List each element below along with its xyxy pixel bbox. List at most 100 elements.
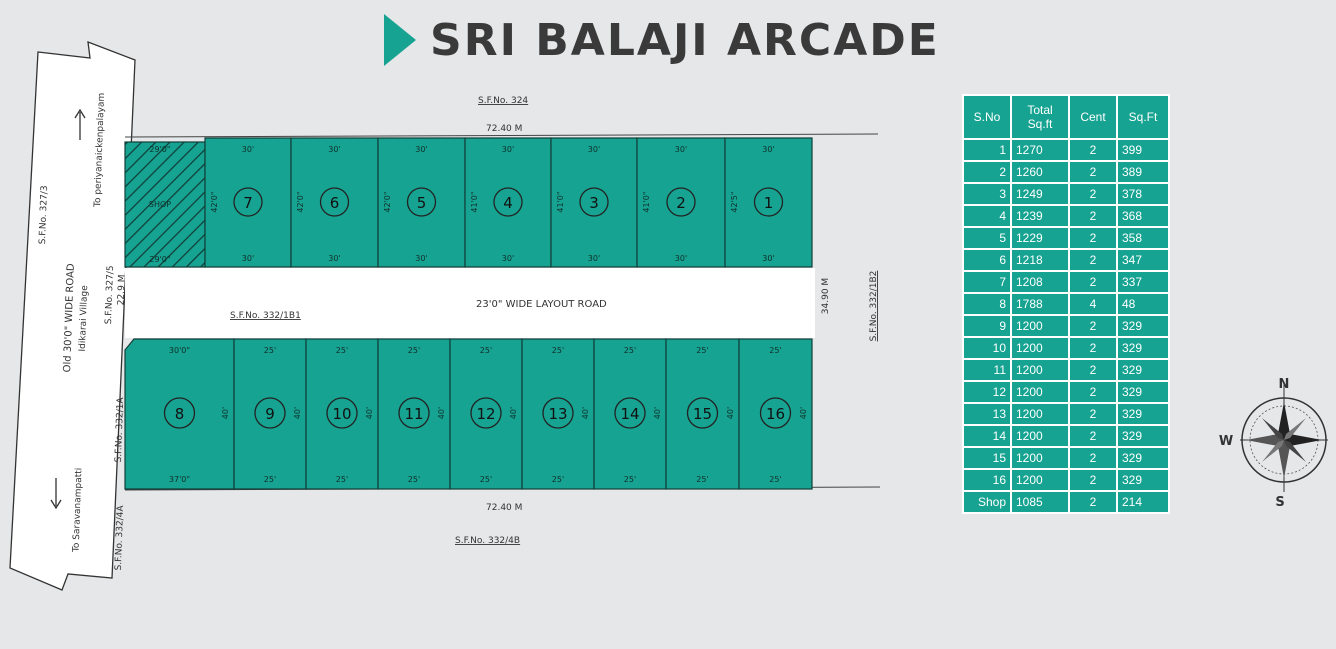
village-label: Idikarai Village xyxy=(78,285,90,352)
plot-marker xyxy=(666,187,696,217)
plot-area xyxy=(124,338,235,490)
cell-total-sqft: 1788 xyxy=(1010,292,1070,316)
plot-number: 14 xyxy=(620,405,639,423)
plot-area xyxy=(233,338,307,490)
plot-side-dim: 41'0" xyxy=(642,191,651,212)
plot-area xyxy=(636,137,726,268)
cell-sqft: 329 xyxy=(1116,380,1170,404)
cell-total-sqft: 1229 xyxy=(1010,226,1070,250)
plot-number: 3 xyxy=(589,194,599,212)
plot-area xyxy=(738,338,813,490)
cell-sno: 13 xyxy=(962,402,1012,426)
cell-sno: 15 xyxy=(962,446,1012,470)
cell-sqft: 368 xyxy=(1116,204,1170,228)
plot-number: 6 xyxy=(330,194,340,212)
plot-bottom-dim: 25' xyxy=(480,475,492,484)
header-total-sqft: Total Sq.ft xyxy=(1010,94,1070,140)
plot-area xyxy=(665,338,740,490)
cell-sqft: 337 xyxy=(1116,270,1170,294)
cell-cent: 2 xyxy=(1068,424,1118,448)
page-title: SRI BALAJI ARCADE xyxy=(430,14,940,66)
cell-cent: 2 xyxy=(1068,358,1118,382)
title-arrow-icon xyxy=(384,14,416,66)
main-road-label: Old 30'0" WIDE ROAD xyxy=(62,263,77,373)
top-length: 72.40 M xyxy=(486,124,522,134)
cell-sno: 5 xyxy=(962,226,1012,250)
compass-n: N xyxy=(1279,377,1290,392)
plot-bottom-dim: 30' xyxy=(502,254,514,263)
plot-side-dim: 40' xyxy=(726,407,735,419)
sf-left-mid: S.F.No. 327/5 xyxy=(104,265,116,324)
cell-cent: 2 xyxy=(1068,380,1118,404)
cell-cent: 2 xyxy=(1068,402,1118,426)
sf-top: S.F.No. 324 xyxy=(478,96,528,106)
cell-cent: 2 xyxy=(1068,248,1118,272)
to-south-label: To Saravanampatti xyxy=(71,468,84,554)
plot-bottom-dim: 30' xyxy=(588,254,600,263)
cell-cent: 2 xyxy=(1068,314,1118,338)
plot-number: 4 xyxy=(503,194,513,212)
plot-top-dim: 25' xyxy=(769,346,781,355)
shop-bottom-dim: 29'0" xyxy=(149,255,170,264)
cell-total-sqft: 1249 xyxy=(1010,182,1070,206)
cell-sno: Shop xyxy=(962,490,1012,514)
cell-total-sqft: 1200 xyxy=(1010,468,1070,492)
plot-number: 2 xyxy=(676,194,686,212)
plot-side-dim: 40' xyxy=(799,407,808,419)
cell-sno: 8 xyxy=(962,292,1012,316)
plot-marker xyxy=(163,397,196,429)
title-block: SRI BALAJI ARCADE xyxy=(384,12,940,68)
header-cent: Cent xyxy=(1068,94,1118,140)
to-north-label: To periyanaickenpalayam xyxy=(93,93,107,209)
cell-sno: 1 xyxy=(962,138,1012,162)
plot-side-dim: 41'0" xyxy=(470,191,479,212)
layout-road-label: 23'0" WIDE LAYOUT ROAD xyxy=(476,299,607,310)
plot-top-dim: 25' xyxy=(696,346,708,355)
cell-sno: 16 xyxy=(962,468,1012,492)
left-width-label: 22.9 M xyxy=(116,274,127,305)
bottom-length: 72.40 M xyxy=(486,503,522,513)
cell-sqft: 329 xyxy=(1116,402,1170,426)
plot-bottom-dim: 25' xyxy=(264,475,276,484)
plot-area xyxy=(593,338,667,490)
plot-area xyxy=(550,137,638,268)
plot-area xyxy=(377,338,451,490)
cell-sqft: 329 xyxy=(1116,424,1170,448)
plot-area xyxy=(204,137,292,268)
cell-total-sqft: 1270 xyxy=(1010,138,1070,162)
plot-number: 12 xyxy=(476,405,495,423)
sf-left-bottom-group: S.F.No. 332/4A xyxy=(114,504,126,570)
right-width-label: 34.90 M xyxy=(821,278,831,314)
sf-left-low-group: S.F.No. 332/1A xyxy=(114,396,126,462)
cell-sqft: 389 xyxy=(1116,160,1170,184)
plot-marker xyxy=(686,397,719,429)
plot-area xyxy=(290,137,379,268)
south-arrow-icon xyxy=(50,478,62,510)
plot-3: 330'30'41'0" xyxy=(550,137,638,268)
plot-1: 130'30'42'5" xyxy=(724,137,813,268)
plot-top-dim: 30'0" xyxy=(169,346,190,355)
plot-top-dim: 25' xyxy=(336,346,348,355)
plot-area xyxy=(464,137,552,268)
plot-top-dim: 30' xyxy=(588,145,600,154)
plot-marker xyxy=(579,187,609,217)
cell-sqft: 329 xyxy=(1116,446,1170,470)
plot-bottom-dim: 30' xyxy=(415,254,427,263)
plot-marker xyxy=(326,397,358,429)
plot-5: 530'30'42'0" xyxy=(377,137,466,268)
plot-2: 230'30'41'0" xyxy=(636,137,726,268)
